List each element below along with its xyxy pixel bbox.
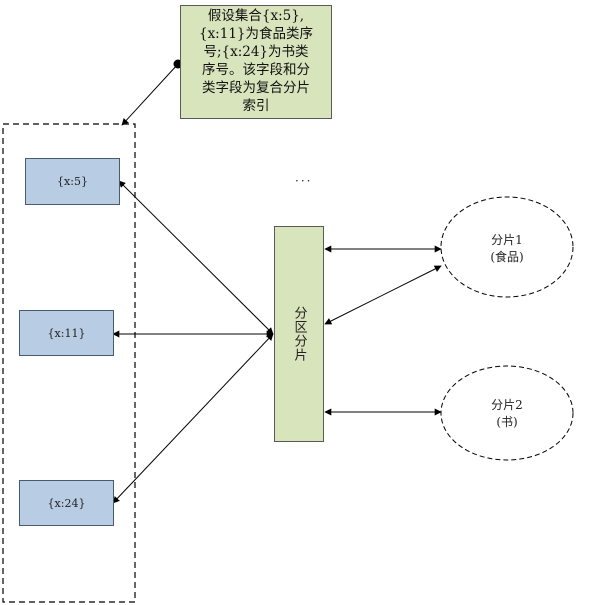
partition-router: 分区分片	[274, 226, 324, 442]
shard-name: 分片1	[491, 233, 523, 247]
shard-1-ellipse	[440, 196, 574, 298]
shard-1-label: 分片1 (食品)	[457, 232, 557, 266]
document-x5: {x:5}	[25, 158, 120, 205]
note-line: 号;{x:24}为书类	[203, 44, 309, 60]
shard-category: (食品)	[490, 250, 524, 264]
note-box: 假设集合{x:5}, {x:11}为食品类序 号;{x:24}为书类 序号。该字…	[180, 5, 332, 119]
note-pointer-line	[121, 63, 179, 126]
document-label: {x:24}	[47, 496, 86, 510]
note-line: 序号。该字段和分	[202, 62, 310, 78]
ellipsis-text: ···	[295, 174, 313, 188]
shard-category: (书)	[496, 415, 518, 429]
document-x24: {x:24}	[19, 480, 114, 526]
note-line: 假设集合{x:5},	[207, 8, 305, 24]
link-doc-x24-router	[112, 333, 274, 504]
document-label: {x:5}	[57, 175, 88, 188]
link-router-shard1-bottom	[324, 265, 442, 325]
shard-name: 分片2	[491, 398, 523, 412]
link-doc-x5-router	[118, 180, 274, 335]
note-line: {x:11}为食品类序	[198, 26, 314, 42]
shard-2-label: 分片2 (书)	[457, 397, 557, 431]
document-label: {x:11}	[47, 326, 86, 340]
document-x11: {x:11}	[19, 310, 114, 356]
note-line: 类字段为复合分片	[202, 80, 310, 96]
router-label: 分区分片	[291, 306, 307, 362]
note-line: 索引	[242, 98, 270, 114]
